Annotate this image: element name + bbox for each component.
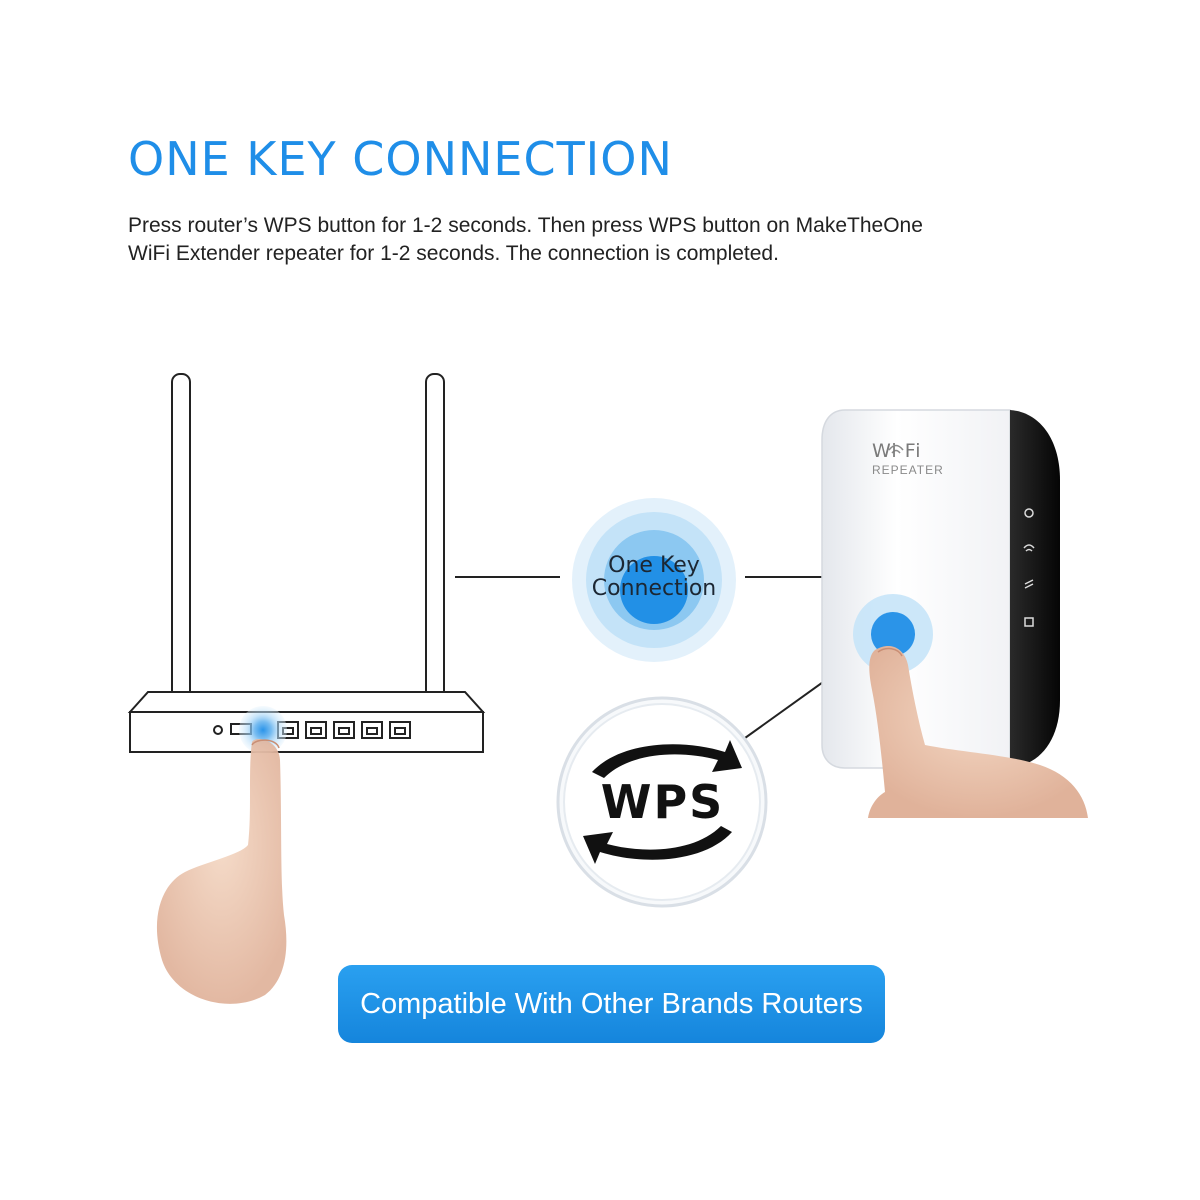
connection-bubble-line-2: Connection [591, 576, 717, 601]
router-antenna-right [425, 373, 445, 747]
instruction-line-2: WiFi Extender repeater for 1-2 seconds. … [128, 242, 779, 265]
compat-banner: Compatible With Other Brands Routers [360, 987, 863, 1020]
router-top [127, 691, 486, 713]
wps-label: WPS [600, 775, 725, 829]
instruction-line-1: Press router’s WPS button for 1-2 second… [128, 214, 923, 237]
page-title: ONE KEY CONNECTION [128, 132, 673, 186]
finger-icon [868, 645, 1088, 818]
connection-bubble-label: One Key Connection [572, 554, 736, 600]
finger-icon [156, 739, 287, 1004]
wifi-repeater-icon [821, 409, 1060, 769]
power-icon [213, 725, 223, 735]
power-icon [1024, 508, 1034, 518]
compat-banner-bg [338, 965, 885, 1043]
connection-bubble [572, 498, 736, 662]
wifi-logo-icon [888, 444, 904, 454]
repeater-model: REPEATER [872, 463, 944, 477]
lan-icon [277, 721, 411, 739]
wps-badge-icon [556, 696, 768, 908]
repeater-brand: Wi Fi [872, 440, 922, 462]
instruction-text: Press router’s WPS button for 1-2 second… [128, 212, 1028, 268]
wps-arrows-icon [583, 740, 742, 864]
router-icon [127, 373, 486, 754]
router-antenna-left [171, 373, 191, 747]
connection-bubble-line-1: One Key [608, 553, 700, 578]
wifi-signal-icon [1023, 544, 1035, 552]
